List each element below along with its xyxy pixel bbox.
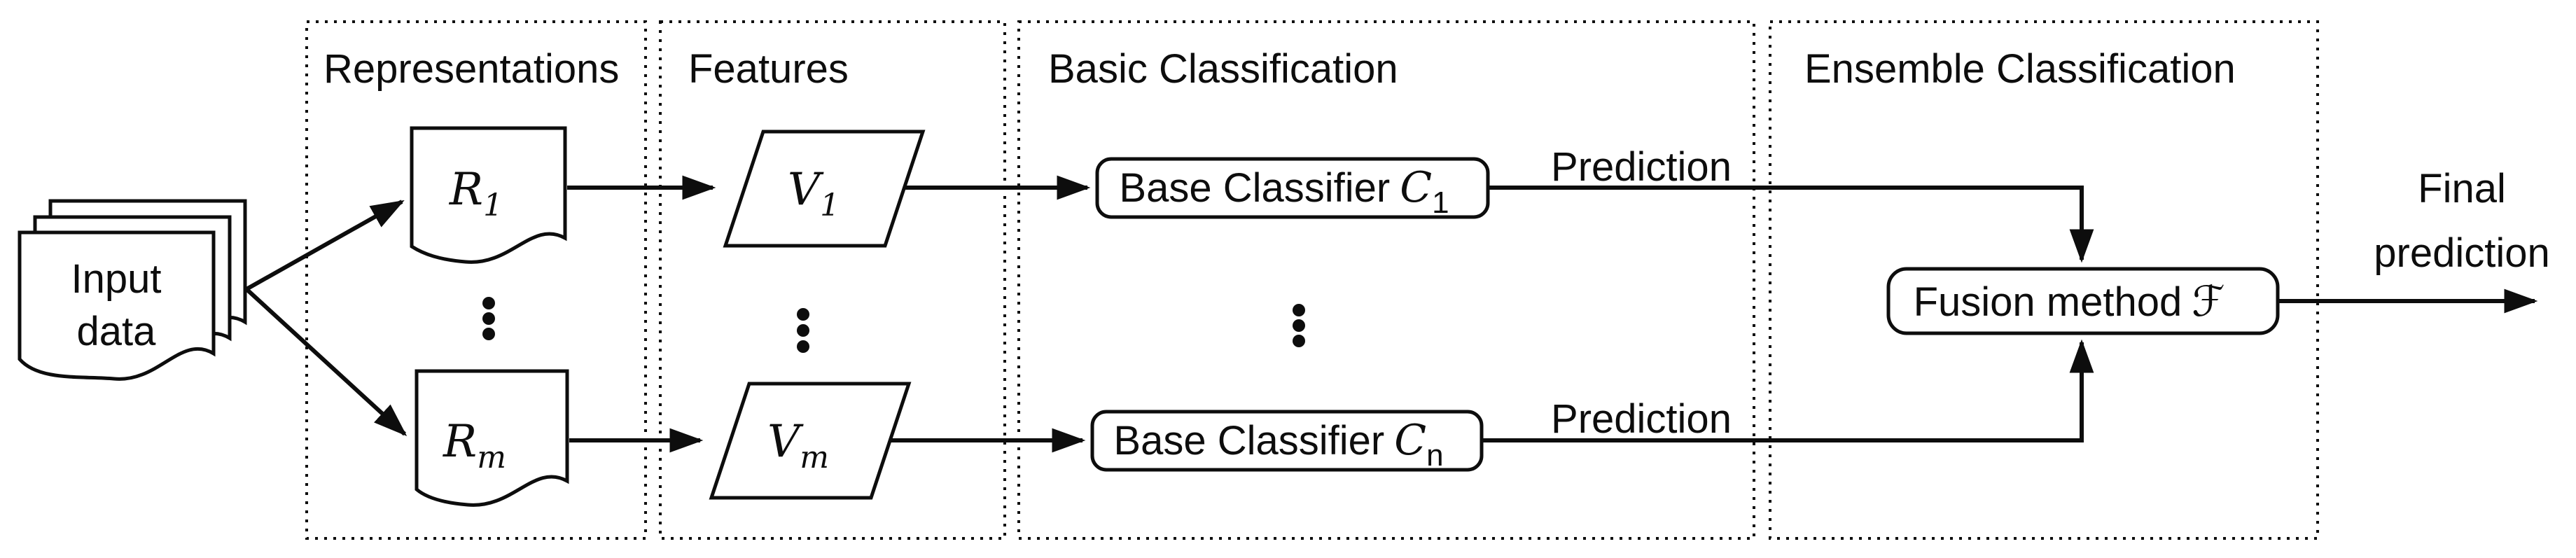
document-node-r1 (410, 126, 567, 264)
parallelogram-node-vm (709, 382, 912, 500)
final-prediction-label-line2: prediction (2374, 230, 2549, 276)
section-box-ensemble-classification (1769, 20, 2319, 540)
input-data-label-line2: data (77, 309, 157, 354)
section-title-features: Features (688, 46, 849, 92)
prediction-label-bottom: Prediction (1551, 396, 1732, 442)
dot (482, 297, 495, 309)
input-data-stack-icon: Input data (18, 199, 247, 381)
section-title-representations: Representations (323, 46, 619, 92)
dot (1293, 304, 1305, 316)
input-data-label-line1: Input (71, 256, 162, 302)
prediction-label-top: Prediction (1551, 144, 1732, 190)
final-prediction-label-line1: Final (2418, 166, 2506, 211)
dot (797, 324, 809, 337)
arrow-cn-prediction-to-fusion (1482, 339, 2094, 442)
dot (482, 312, 495, 325)
dot (482, 328, 495, 340)
document-node-rm (415, 369, 569, 507)
section-title-ensemble-classification: Ensemble Classification (1804, 46, 2236, 92)
stack-page-front (18, 230, 216, 381)
vertical-ellipsis-features (797, 308, 809, 353)
arrow-input-to-r1 (245, 200, 405, 291)
dot (797, 340, 809, 353)
parallelogram-node-v1 (723, 130, 926, 248)
vertical-ellipsis-basic-classification (1293, 304, 1305, 347)
r1-label: R1 (449, 164, 503, 223)
arrow-input-to-rm (244, 287, 408, 436)
section-box-basic-classification (1017, 20, 1755, 540)
dot (1293, 335, 1305, 347)
vm-label: Vm (767, 416, 829, 475)
section-box-features (659, 20, 1006, 540)
section-title-basic-classification: Basic Classification (1048, 46, 1398, 92)
rm-label: Rm (443, 416, 506, 475)
v1-label: V1 (788, 164, 840, 223)
dot (797, 308, 809, 321)
dot (1293, 319, 1305, 332)
arrow-c1-prediction-to-fusion (1488, 186, 2094, 263)
vertical-ellipsis-representations (482, 297, 495, 340)
